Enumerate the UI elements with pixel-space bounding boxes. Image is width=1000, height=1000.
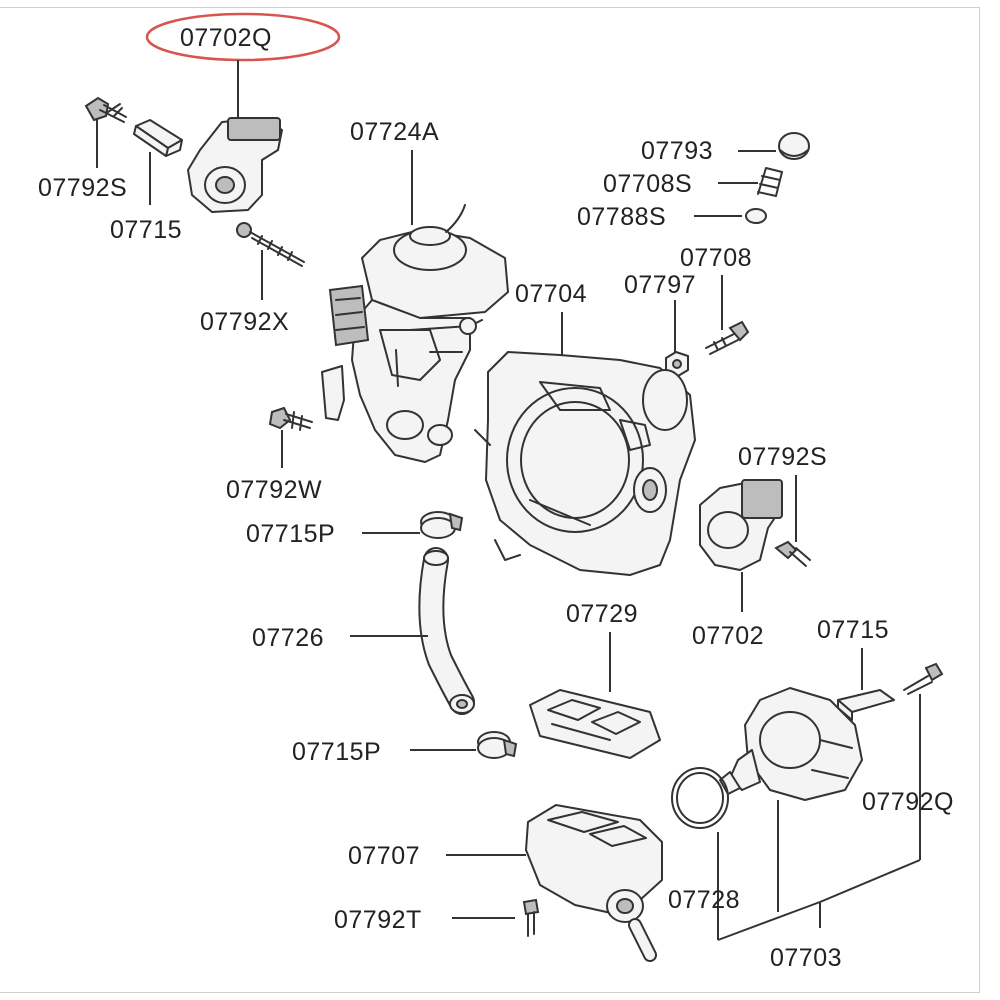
screw-07792Q [903, 662, 944, 695]
screw-07792W [268, 406, 313, 431]
screw-07792S-top [84, 96, 127, 123]
throttle-position-sensor-07702 [699, 479, 783, 571]
spring-07708S [757, 167, 783, 197]
hose-07726 [418, 547, 475, 715]
highlight-ellipse [145, 12, 341, 62]
o-ring-07728 [671, 767, 729, 829]
label-07715-mid: 07715 [817, 616, 889, 644]
idle-speed-control-motor [719, 687, 863, 801]
label-07708S: 07708S [603, 170, 692, 198]
screw-07792S-mid [774, 540, 811, 567]
throttle-body-assembly [321, 204, 509, 463]
label-07792S-mid: 07792S [738, 443, 827, 471]
label-07707: 07707 [348, 842, 420, 870]
label-07715-top: 07715 [110, 216, 182, 244]
spacer-07715-top [133, 119, 183, 157]
label-07708: 07708 [680, 244, 752, 272]
isc-body-07707 [525, 804, 663, 962]
label-07792X: 07792X [200, 308, 289, 336]
label-07726: 07726 [252, 624, 324, 652]
label-07704: 07704 [515, 280, 587, 308]
label-07702: 07702 [692, 622, 764, 650]
label-07729: 07729 [566, 600, 638, 628]
label-07792W: 07792W [226, 476, 322, 504]
clamp-07715P-top [420, 511, 464, 539]
label-07792Q: 07792Q [862, 788, 954, 816]
label-07715P-top: 07715P [246, 520, 335, 548]
label-07715P-bot: 07715P [292, 738, 381, 766]
clamp-07715P-bottom [477, 731, 518, 759]
label-07703: 07703 [770, 944, 842, 972]
label-07792T: 07792T [334, 906, 422, 934]
throttle-position-sensor-top [187, 117, 283, 213]
label-07728: 07728 [668, 886, 740, 914]
gasket-07729 [529, 689, 661, 759]
label-07724A: 07724A [350, 118, 439, 146]
label-07792S-top: 07792S [38, 174, 127, 202]
cap-07793 [778, 132, 810, 160]
top-border-line [0, 7, 980, 8]
label-07793: 07793 [641, 137, 713, 165]
label-07788S: 07788S [577, 203, 666, 231]
bracket-07703 [717, 800, 921, 941]
screw-07708 [705, 320, 750, 355]
spacer-07715-mid [837, 689, 895, 721]
bolt-07792X [236, 222, 305, 267]
bottom-border-line [0, 992, 980, 993]
label-07797: 07797 [624, 271, 696, 299]
label-07702Q: 07702Q [180, 24, 272, 52]
screw-07792T [522, 898, 540, 937]
throttle-body-07704 [474, 351, 696, 576]
right-border-line [979, 7, 980, 992]
washer-07788S [745, 208, 767, 224]
